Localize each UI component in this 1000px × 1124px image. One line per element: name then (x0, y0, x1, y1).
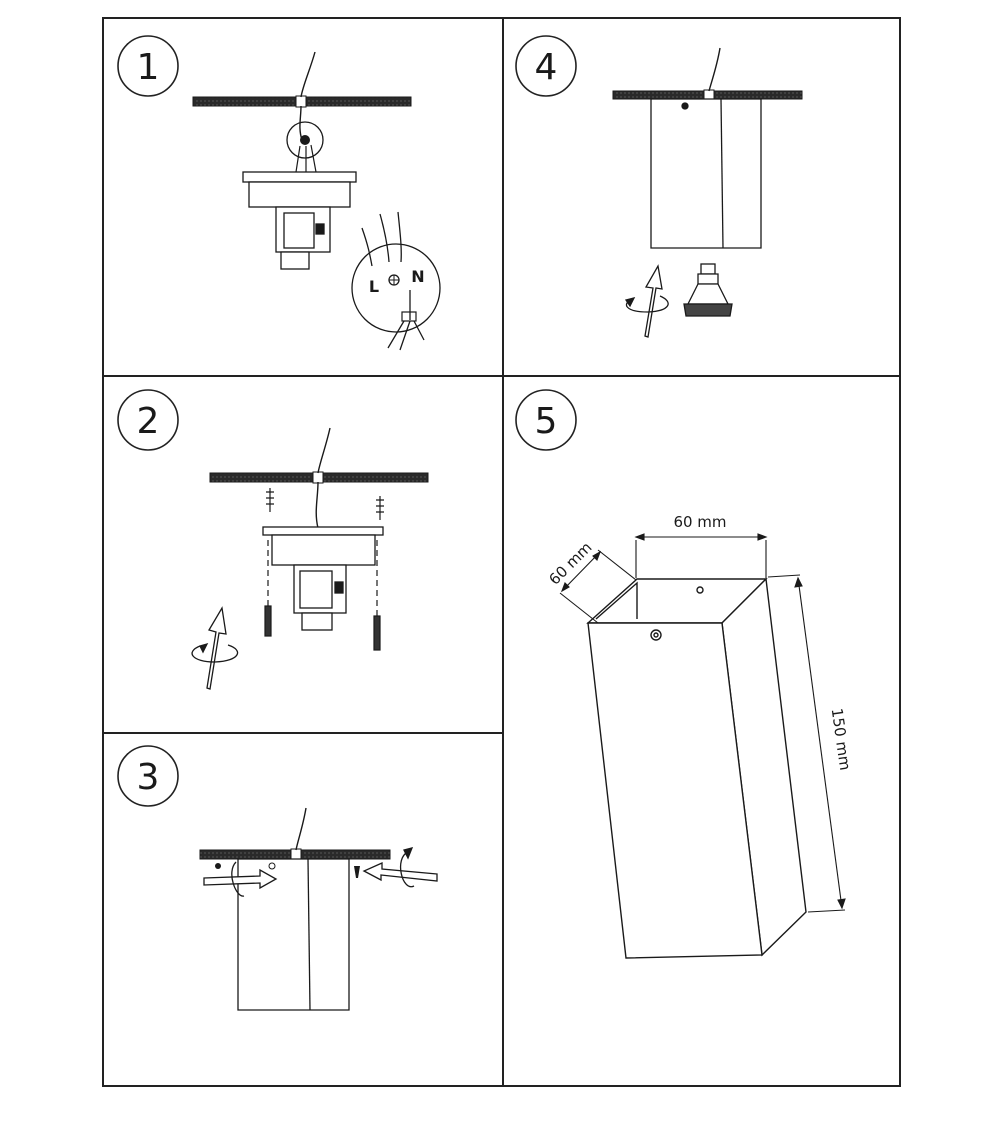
lamp-box-perspective (586, 577, 807, 959)
step-number-1: 1 (137, 47, 160, 88)
mounting-bracket-1 (242, 171, 357, 270)
connector-detail-circle (286, 121, 324, 173)
wall-plugs-2 (264, 540, 381, 651)
step-badge-4: 4 (515, 35, 577, 97)
mains-cable-3 (295, 807, 307, 851)
dimension-height-label: 150 mm (828, 707, 855, 772)
step-number-2: 2 (137, 401, 160, 442)
wiring-detail-circle: L N (351, 211, 441, 351)
panel-grid (102, 17, 901, 1087)
dimension-width: 60 mm (634, 513, 768, 578)
lamp-body-3 (237, 858, 350, 1011)
panel-step-1: 1 L N (117, 35, 441, 351)
mains-cable-4 (708, 47, 721, 92)
step-badge-2: 2 (117, 389, 179, 451)
panel-step-5: 5 60 mm 60 mm (515, 389, 855, 959)
dimension-depth-label: 60 mm (545, 538, 595, 588)
panel-step-4: 4 (515, 35, 803, 338)
insert-arrow-right-3 (362, 847, 438, 888)
terminal-neutral-label: N (411, 267, 424, 286)
step-badge-5: 5 (515, 389, 577, 451)
step-number-4: 4 (535, 47, 558, 88)
step-badge-3: 3 (117, 745, 179, 807)
panel-step-3: 3 (117, 745, 438, 1011)
insert-arrow-left-3 (203, 861, 278, 897)
rotate-up-arrow-2 (191, 606, 239, 690)
gu10-bulb-icon (683, 263, 733, 317)
terminal-live-label: L (369, 277, 379, 296)
ceiling-screws-2 (266, 488, 384, 520)
mains-cable-2 (315, 427, 331, 529)
panel-step-2: 2 (117, 389, 429, 690)
mounting-bracket-2 (262, 526, 384, 631)
fixing-screws-3 (215, 862, 360, 878)
step-number-5: 5 (535, 401, 558, 442)
ceiling-plate-2 (209, 471, 429, 484)
lamp-body-4 (650, 98, 762, 249)
ceiling-plate-1 (192, 95, 412, 108)
step-badge-1: 1 (117, 35, 179, 97)
dimension-width-label: 60 mm (673, 513, 726, 531)
rotate-up-arrow-4 (624, 264, 669, 338)
step-number-3: 3 (137, 757, 160, 798)
